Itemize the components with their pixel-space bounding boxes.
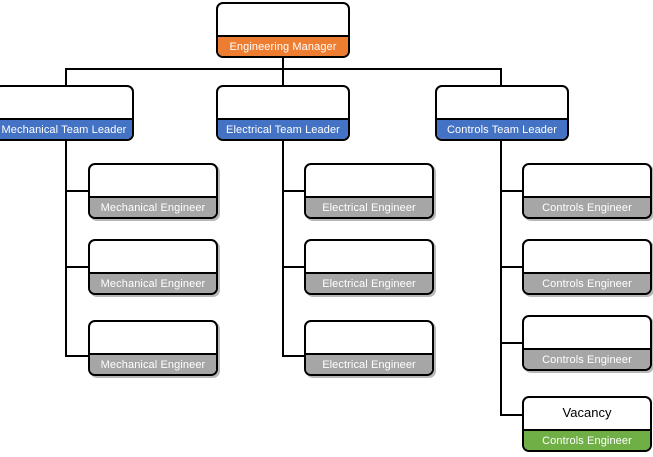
node-controls-engineer-3[interactable]: Controls Engineer	[522, 315, 652, 371]
connector-stub-mechanical-2	[65, 266, 89, 268]
connector-stub-electrical-2	[282, 266, 305, 268]
node-mechanical-engineer-2[interactable]: Mechanical Engineer	[88, 239, 218, 295]
node-controls-engineer-vacancy[interactable]: Vacancy Controls Engineer	[522, 396, 652, 452]
node-controls-engineer-1[interactable]: Controls Engineer	[522, 163, 652, 219]
connector-spine-electrical	[282, 141, 284, 356]
node-electrical-engineer-1[interactable]: Electrical Engineer	[304, 163, 434, 219]
node-title-area	[306, 322, 432, 353]
node-title-area	[306, 165, 432, 196]
node-band-label: Electrical Engineer	[306, 196, 432, 217]
node-band-label: Electrical Engineer	[306, 353, 432, 374]
node-mechanical-engineer-1[interactable]: Mechanical Engineer	[88, 163, 218, 219]
node-title-area	[524, 317, 650, 348]
node-band-label: Electrical Engineer	[306, 272, 432, 293]
node-band-label: Controls Engineer	[524, 196, 650, 217]
node-controls-team-leader[interactable]: Controls Team Leader	[435, 85, 569, 141]
connector-spine-controls	[500, 141, 502, 416]
node-electrical-engineer-3[interactable]: Electrical Engineer	[304, 320, 434, 376]
connector-drop-controls	[500, 68, 502, 87]
connector-stub-mechanical-1	[65, 190, 89, 192]
node-band-label: Mechanical Team Leader	[0, 118, 132, 139]
node-band-label: Controls Engineer	[524, 429, 650, 450]
connector-stub-electrical-1	[282, 190, 305, 192]
node-title-area	[218, 4, 348, 35]
node-band-label: Controls Engineer	[524, 272, 650, 293]
node-title-area	[90, 165, 216, 196]
connector-manager-stem	[282, 58, 284, 70]
connector-stub-controls-2	[500, 266, 524, 268]
node-band-label: Electrical Team Leader	[218, 118, 348, 139]
node-electrical-team-leader[interactable]: Electrical Team Leader	[216, 85, 350, 141]
node-mechanical-engineer-3[interactable]: Mechanical Engineer	[88, 320, 218, 376]
node-mechanical-team-leader[interactable]: Mechanical Team Leader	[0, 85, 134, 141]
node-band-label: Mechanical Engineer	[90, 272, 216, 293]
connector-drop-electrical	[282, 68, 284, 87]
node-controls-engineer-2[interactable]: Controls Engineer	[522, 239, 652, 295]
connector-stub-controls-4	[500, 414, 524, 416]
node-engineering-manager[interactable]: Engineering Manager	[216, 2, 350, 58]
node-band-label: Engineering Manager	[218, 35, 348, 56]
connector-stub-controls-1	[500, 190, 524, 192]
connector-stub-mechanical-3	[65, 355, 89, 357]
connector-stub-controls-3	[500, 342, 524, 344]
connector-spine-mechanical	[65, 141, 67, 356]
node-band-label: Controls Engineer	[524, 348, 650, 369]
vacancy-label: Vacancy	[562, 405, 612, 421]
node-band-label: Mechanical Engineer	[90, 353, 216, 374]
node-title-area	[218, 87, 348, 118]
node-title-area	[90, 241, 216, 272]
node-electrical-engineer-2[interactable]: Electrical Engineer	[304, 239, 434, 295]
node-title-area	[306, 241, 432, 272]
node-title-area: Vacancy	[524, 398, 650, 429]
node-band-label: Controls Team Leader	[437, 118, 567, 139]
connector-drop-mechanical	[65, 68, 67, 87]
node-title-area	[0, 87, 132, 118]
node-title-area	[90, 322, 216, 353]
node-band-label: Mechanical Engineer	[90, 196, 216, 217]
node-title-area	[437, 87, 567, 118]
node-title-area	[524, 165, 650, 196]
node-title-area	[524, 241, 650, 272]
connector-stub-electrical-3	[282, 355, 305, 357]
